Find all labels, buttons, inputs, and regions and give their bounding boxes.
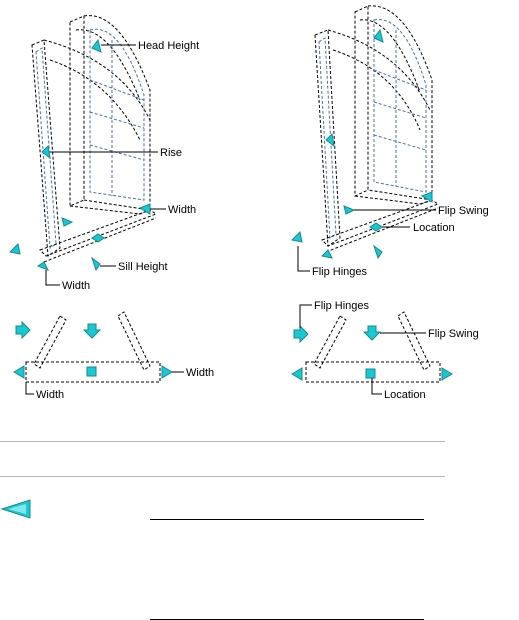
plan-flip-hinges-arrow-icon[interactable] — [293, 324, 309, 344]
sill-height-grip-icon[interactable] — [91, 256, 101, 272]
leaders-right-window — [297, 209, 436, 272]
plan-r-location-square-icon[interactable] — [365, 368, 376, 379]
grips-plan-left — [13, 320, 173, 379]
window-3d-right — [314, 5, 440, 253]
width-grip-right-bottom-icon[interactable] — [320, 249, 333, 259]
label-rise: Rise — [160, 147, 182, 159]
plan-width-left-triangle-icon[interactable] — [13, 365, 25, 379]
flip-swing-grip-icon[interactable] — [343, 205, 356, 215]
plan-right — [305, 311, 441, 383]
head-height-grip-icon[interactable] — [91, 38, 102, 53]
plan-width-right-triangle-icon[interactable] — [161, 365, 173, 379]
width-grip-right-icon[interactable] — [420, 191, 433, 203]
plan-hinge-arrow-icon[interactable] — [15, 320, 31, 340]
label-width-1: Width — [168, 204, 196, 216]
triangle-grip-icon — [0, 499, 31, 519]
label-flip-swing-2: Flip Swing — [428, 328, 479, 340]
label-width-3: Width — [186, 367, 214, 379]
divider-top — [0, 441, 445, 442]
leaders-left-window — [45, 44, 166, 286]
plan-r-left-triangle-icon[interactable] — [291, 367, 303, 381]
divider-bottom — [0, 476, 445, 477]
flip-arrow-grip-icon[interactable] — [61, 217, 74, 227]
plan-flip-swing-arrow-icon[interactable] — [362, 325, 382, 341]
label-head-height: Head Height — [138, 40, 199, 52]
leaders-plan-right — [299, 304, 426, 395]
label-width-4: Width — [36, 389, 64, 401]
label-flip-hinges-1: Flip Hinges — [312, 266, 368, 278]
plan-swing-arrow-icon[interactable] — [82, 323, 102, 339]
rise-grip-right-icon[interactable] — [325, 132, 335, 148]
flip-hinges-grip-icon[interactable] — [290, 230, 303, 243]
plan-left — [25, 311, 161, 383]
blank-line-1 — [150, 519, 424, 520]
label-location-1: Location — [413, 222, 455, 234]
grips-right-window — [290, 28, 433, 260]
grips-plan-right — [291, 324, 453, 381]
label-flip-hinges-2: Flip Hinges — [314, 300, 370, 312]
hinge-arrow-grip-icon[interactable] — [8, 242, 21, 255]
label-location-2: Location — [384, 389, 426, 401]
label-flip-swing-1: Flip Swing — [438, 205, 489, 217]
rise-grip-icon[interactable] — [41, 144, 51, 160]
plan-r-right-triangle-icon[interactable] — [441, 367, 453, 381]
location-grip-icon[interactable] — [91, 233, 105, 243]
head-height-grip-right-icon[interactable] — [373, 28, 384, 43]
leaders-plan-left — [25, 371, 184, 395]
label-width-2: Width — [62, 280, 90, 292]
grips-left-window — [8, 38, 151, 272]
width-grip-left-icon[interactable] — [36, 261, 50, 271]
sill-height-grip-right-icon[interactable] — [373, 244, 383, 260]
plan-location-square-icon[interactable] — [86, 366, 97, 377]
label-sill-height: Sill Height — [118, 261, 168, 273]
window-3d-left — [31, 15, 158, 263]
